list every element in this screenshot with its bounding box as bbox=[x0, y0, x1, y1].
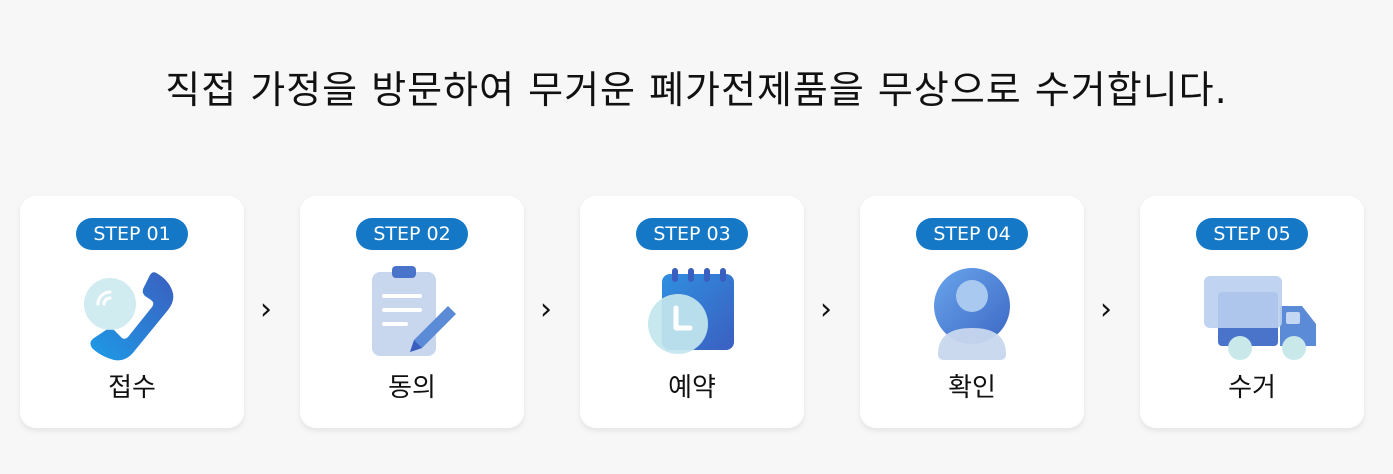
step-label-1: 접수 bbox=[108, 373, 156, 403]
step-badge-3: STEP 03 bbox=[636, 218, 748, 250]
chevron-right-icon: › bbox=[1100, 292, 1112, 327]
step-card-3: STEP 03 예약 bbox=[580, 196, 804, 428]
phone-icon bbox=[84, 272, 174, 361]
step-label-2: 동의 bbox=[388, 373, 436, 403]
step-badge-5: STEP 05 bbox=[1196, 218, 1308, 250]
chevron-right-icon: › bbox=[260, 292, 272, 327]
step-badge-1: STEP 01 bbox=[76, 218, 188, 250]
step-card-4: STEP 04 확인 bbox=[860, 196, 1084, 428]
step-badge-2: STEP 02 bbox=[356, 218, 468, 250]
step-card-2: STEP 02 동의 bbox=[300, 196, 524, 428]
calendar-clock-icon bbox=[648, 268, 734, 354]
step-label-5: 수거 bbox=[1228, 373, 1276, 403]
step-card-5: STEP 05 수거 bbox=[1140, 196, 1364, 428]
step-card-1: STEP 01 접수 bbox=[20, 196, 244, 428]
chevron-right-icon: › bbox=[820, 292, 832, 327]
truck-icon bbox=[1204, 276, 1316, 360]
clipboard-icon bbox=[372, 266, 456, 356]
process-steps: STEP 01 접수 › STEP 02 동의 bbox=[20, 196, 1365, 432]
user-icon bbox=[934, 268, 1010, 360]
chevron-right-icon: › bbox=[540, 292, 552, 327]
step-label-3: 예약 bbox=[668, 373, 716, 403]
step-badge-4: STEP 04 bbox=[916, 218, 1028, 250]
step-label-4: 확인 bbox=[948, 373, 996, 403]
page-headline: 직접 가정을 방문하여 무거운 폐가전제품을 무상으로 수거합니다. bbox=[165, 68, 1228, 112]
